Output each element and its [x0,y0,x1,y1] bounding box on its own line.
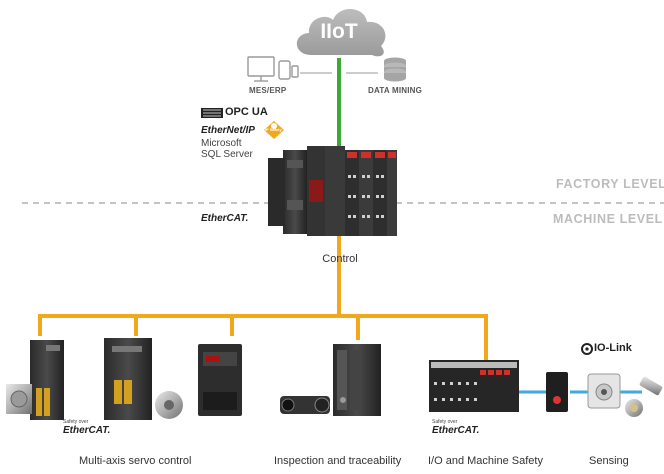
controller-label: Control [322,253,358,265]
iiot-label: IIoT [320,20,358,43]
factory-level-label: FACTORY LEVEL [556,177,664,191]
servo-ethercat-label: EtherCAT. [63,425,111,436]
io-link-label: IO-Link [594,342,632,354]
fieldbus-lines [38,231,488,360]
microsoft-label: Microsoft [201,138,242,149]
photoelectric-sensor [546,372,568,412]
category-sensing-label: Sensing [589,455,629,467]
cip-safety-label: CIP Safety [262,127,282,132]
servo-drive-1 [6,340,64,420]
controller-ethercat-label: EtherCAT. [201,213,249,224]
connections [38,58,642,394]
category-inspection-label: Inspection and traceability [274,455,402,467]
io-safety-modules [429,360,519,412]
laser-sensor [587,373,621,409]
sql-server-label: SQL Server [201,149,253,160]
computer-devices-icon [247,56,299,82]
ethernet-ip-label: EtherNet/IP [201,125,255,136]
opc-ua-label: OPC UA [225,106,268,118]
io-safety-over-label: Safety over [432,419,458,425]
iiot-cloud-icon [296,8,386,57]
cip-safety-icon [264,121,284,139]
data-mining-label: DATA MINING [368,86,423,95]
vision-system [280,344,381,416]
servo-drive-2 [104,338,183,420]
mes-erp-label: MES/ERP [249,86,287,95]
controller-device [268,146,397,236]
inverter-drive [198,344,242,416]
io-ethercat-label: EtherCAT. [432,425,480,436]
category-servo-label: Multi-axis servo control [79,455,192,467]
io-link-logo-icon [581,343,593,355]
database-icon [384,57,406,82]
proximity-sensor [625,376,663,417]
machine-level-label: MACHINE LEVEL [553,212,663,226]
servo-safety-over-label: Safety over [63,419,89,425]
category-io-safety-label: I/O and Machine Safety [428,455,543,467]
opc-ua-logo-icon [201,108,223,118]
